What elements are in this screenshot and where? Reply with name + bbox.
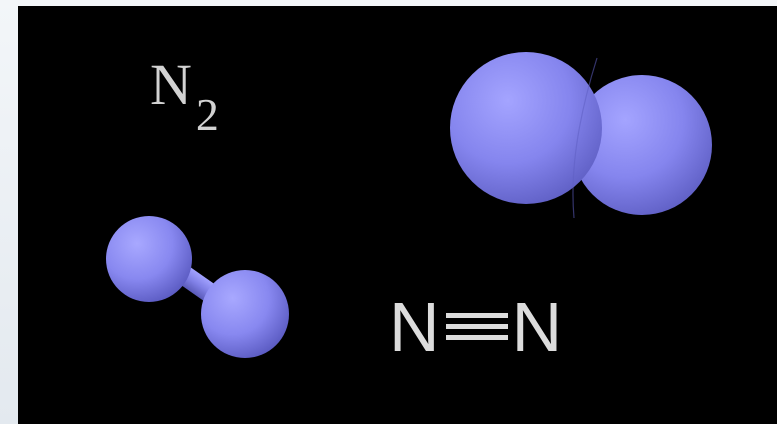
formula-subscript: 2: [195, 89, 219, 140]
structural-left-atom: N: [389, 288, 440, 366]
molecular-formula: N2: [150, 56, 219, 138]
nitrogen-atom-ball: [106, 216, 192, 302]
nitrogen-atom-sphere: [450, 52, 602, 204]
nitrogen-atom-sphere: [572, 75, 712, 215]
space-filling-model: [450, 52, 712, 219]
bond-line: [445, 335, 508, 340]
bond-line: [445, 324, 508, 329]
nitrogen-atom-ball: [201, 270, 289, 358]
bond-line: [445, 313, 508, 318]
formula-element-symbol: N: [150, 52, 192, 117]
structural-formula: N N: [389, 292, 562, 362]
structural-right-atom: N: [511, 288, 563, 366]
triple-bond-symbol: [445, 313, 508, 341]
ball-and-stick-model: [106, 216, 289, 358]
atom-boundary-line: [572, 57, 598, 219]
